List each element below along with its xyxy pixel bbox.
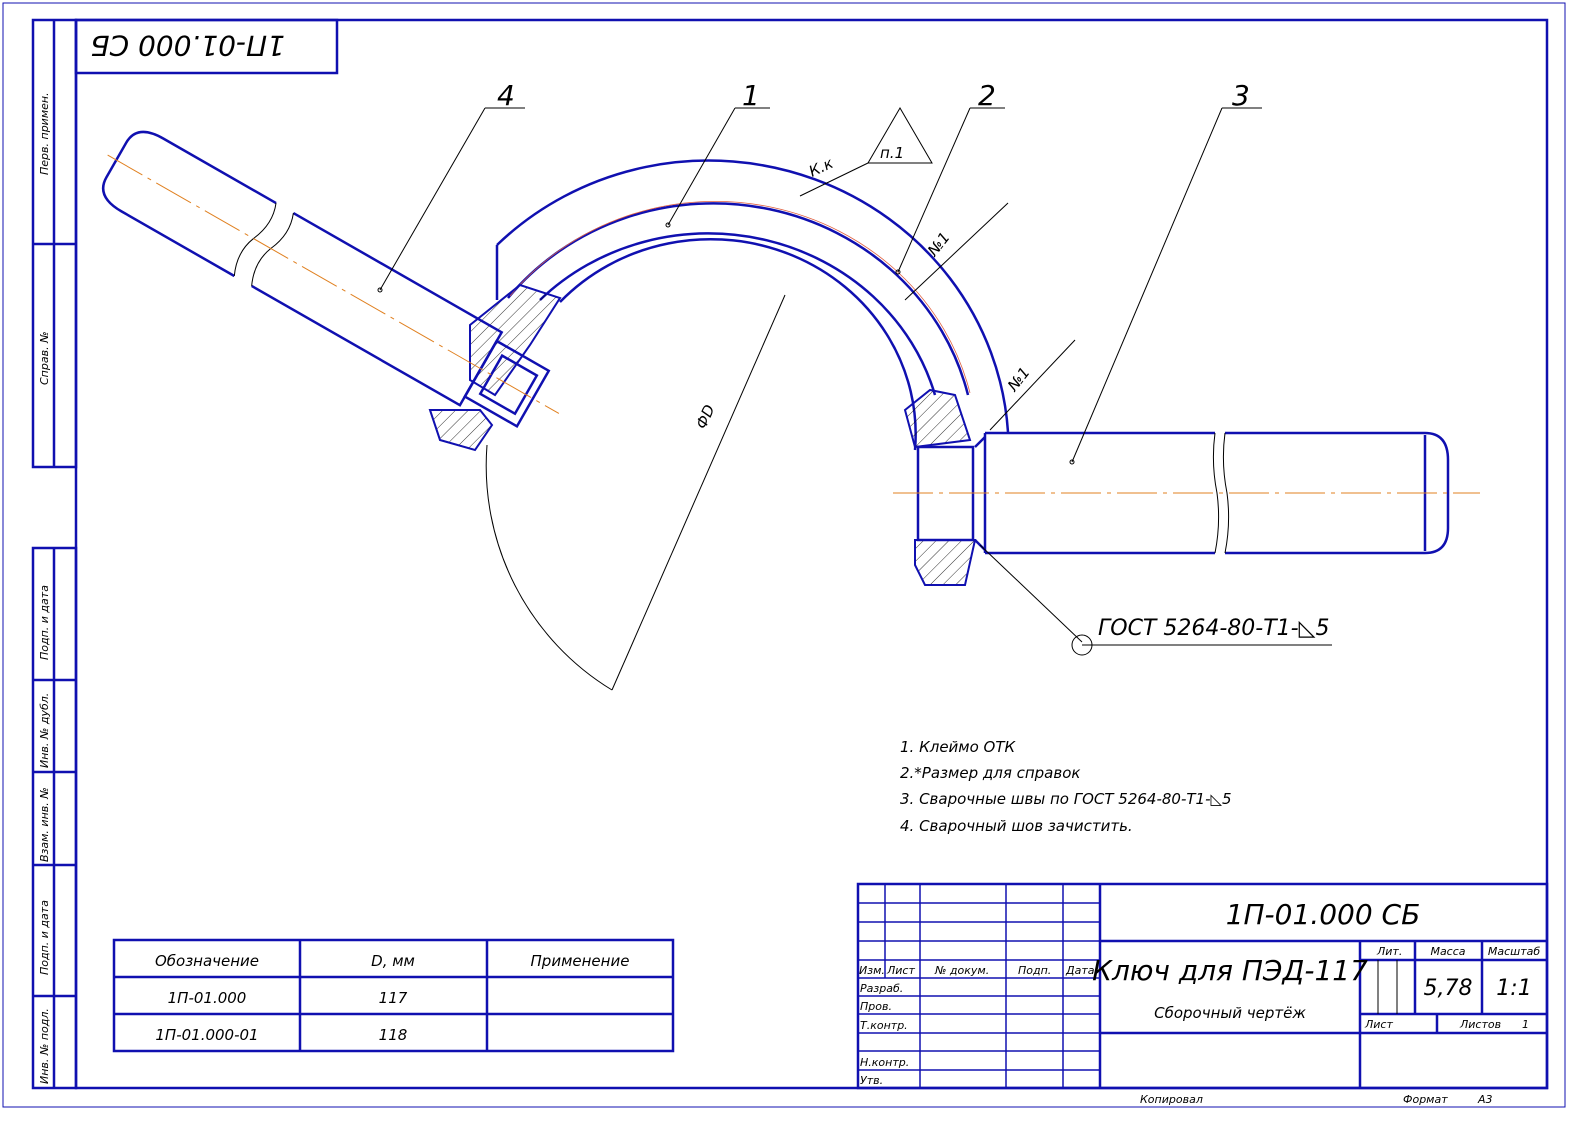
weld-label-top: №1 xyxy=(923,229,953,261)
table-header: Обозначение xyxy=(155,952,259,970)
table-header: Применение xyxy=(531,952,630,970)
callout-4: 4 xyxy=(497,79,515,112)
variants-table: Обозначение D, мм Применение 1П-01.000 1… xyxy=(112,938,675,1053)
designation: 1П-01.000 СБ xyxy=(1226,898,1421,931)
col-header: Подп. xyxy=(1018,964,1051,977)
col-header: Лист xyxy=(886,964,915,977)
callout-2: 2 xyxy=(978,79,996,112)
weld-section-left xyxy=(469,283,562,397)
copied-label: Копировал xyxy=(1140,1093,1203,1106)
corner-designation: 1П-01.000 СБ xyxy=(90,29,285,62)
outer-trim-frame xyxy=(2,2,1566,1108)
callout-1: 1 xyxy=(742,79,760,112)
note: 2.*Размер для справок xyxy=(900,764,1080,782)
part2-outer-arc xyxy=(496,159,1010,433)
strip-label: Взам. инв. № xyxy=(38,787,51,862)
note: 1. Клеймо ОТК xyxy=(900,738,1017,756)
mass-value: 5,78 xyxy=(1424,976,1473,1001)
table-cell: 118 xyxy=(379,1026,408,1044)
col-header: Дата xyxy=(1065,964,1095,977)
part1-inner-arc xyxy=(559,238,917,451)
document-type: Сборочный чертёж xyxy=(1154,1004,1306,1022)
role-label: Т.контр. xyxy=(860,1019,908,1032)
stamp-ref: п.1 xyxy=(880,144,904,162)
strip-label: Инв. № дубл. xyxy=(38,693,51,768)
format-value: А3 xyxy=(1477,1093,1493,1106)
mass-label: Масса xyxy=(1430,945,1465,958)
format-label: Формат xyxy=(1403,1093,1448,1106)
strip-label: Инв. № подл. xyxy=(38,1008,51,1084)
stamp-triangle xyxy=(867,107,933,164)
side-strip-lower: Подп. и дата Инв. № дубл. Взам. инв. № П… xyxy=(31,546,78,1090)
diameter-arc xyxy=(485,444,613,691)
product-name: Ключ для ПЭД-117 xyxy=(1092,954,1368,987)
sheet-label: Лист xyxy=(1364,1018,1393,1031)
diameter-label: ФD xyxy=(692,402,718,432)
handle-part3 xyxy=(893,431,1480,555)
note: 4. Сварочный шов зачистить. xyxy=(900,817,1133,835)
weld-standard-label: ГОСТ 5264-80-Т1-◺5 xyxy=(1098,616,1330,641)
strip-label: Справ. № xyxy=(38,331,51,385)
strip-label: Перв. примен. xyxy=(38,92,51,175)
lit-label: Лит. xyxy=(1376,945,1402,958)
part1-outer-arc xyxy=(539,232,937,396)
part2-inner-arc xyxy=(507,202,970,396)
weld-section-right xyxy=(903,388,972,449)
technical-notes: 1. Клеймо ОТК 2.*Размер для справок 3. С… xyxy=(900,738,1232,835)
diameter-dimension-line xyxy=(611,294,786,691)
wrench-arc-body xyxy=(428,159,1010,691)
sheets-label: Листов xyxy=(1459,1018,1501,1031)
sheets-count: 1 xyxy=(1522,1018,1529,1031)
weld-label-right: №1 xyxy=(1003,364,1033,396)
role-label: Разраб. xyxy=(860,982,903,995)
role-label: Н.контр. xyxy=(860,1056,909,1069)
callouts: 4 1 2 3 К.к п.1 №1 №1 ФD ГОСТ 5264-80-Т1… xyxy=(377,79,1332,691)
corner-designation-box xyxy=(74,18,339,75)
table-cell: 117 xyxy=(379,989,408,1007)
side-strip-upper: Перв. примен. Справ. № xyxy=(31,18,78,469)
handle-part4 xyxy=(101,130,560,429)
table-cell: 1П-01.000 xyxy=(168,989,247,1007)
table-header: D, мм xyxy=(371,952,415,970)
strip-label: Подп. и дата xyxy=(38,900,51,975)
role-label: Пров. xyxy=(860,1000,892,1013)
col-header: № докум. xyxy=(934,964,989,977)
strip-label: Подп. и дата xyxy=(38,585,51,660)
title-block: Изм. Лист № докум. Подп. Дата Разраб. Пр… xyxy=(856,882,1549,1106)
scale-value: 1:1 xyxy=(1496,976,1531,1001)
role-label: Утв. xyxy=(860,1074,883,1087)
callout-3: 3 xyxy=(1232,79,1250,112)
col-header: Изм. xyxy=(859,964,885,977)
table-cell: 1П-01.000-01 xyxy=(155,1026,258,1044)
scale-label: Масштаб xyxy=(1488,945,1540,958)
note: 3. Сварочные швы по ГОСТ 5264-80-Т1-◺5 xyxy=(900,790,1232,808)
